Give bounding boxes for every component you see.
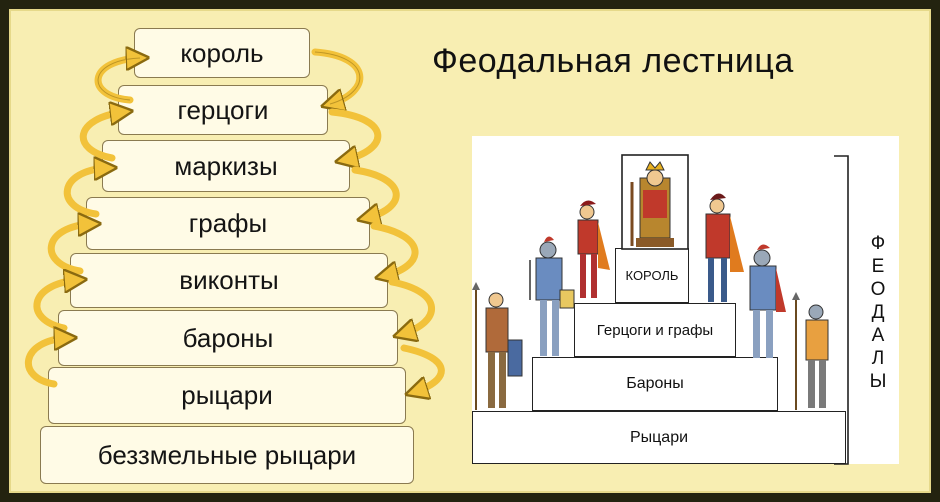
- curved-arrow-icon: [63, 168, 108, 218]
- side-letter: Л: [871, 348, 885, 369]
- curved-arrow-icon: [400, 344, 445, 392]
- ladder-step-dukes: герцоги: [118, 85, 328, 135]
- ladder-step-landless-knights: беззмельные рыцари: [40, 426, 414, 484]
- ladder-step-marquises: маркизы: [102, 140, 350, 192]
- curved-arrow-icon: [79, 112, 124, 162]
- side-letter: А: [871, 325, 885, 346]
- ladder-label: бароны: [182, 322, 274, 353]
- ladder-label: рыцари: [181, 380, 273, 410]
- ladder-step-counts: графы: [86, 197, 370, 250]
- knight-figure-icon: [529, 236, 575, 356]
- knight-figure-icon: [792, 292, 829, 410]
- ladder-label: герцоги: [177, 94, 269, 125]
- ladder-step-king: король: [134, 28, 310, 78]
- tier-label: Бароны: [626, 375, 684, 392]
- pyramid-tier-king: КОРОЛЬ: [615, 248, 689, 303]
- noble-figure-icon: [577, 200, 610, 298]
- tier-label: КОРОЛЬ: [625, 268, 679, 283]
- knight-figure-icon: [749, 244, 786, 358]
- ladder-step-knights: рыцари: [48, 367, 406, 424]
- pyramid-tier-barons: Бароны: [532, 357, 778, 411]
- ladder-label: виконты: [179, 265, 279, 295]
- pyramid-tier-knights: Рыцари: [472, 411, 846, 464]
- curved-arrow-icon: [370, 222, 419, 276]
- ladder-label: беззмельные рыцари: [97, 439, 357, 470]
- curved-arrow-icon: [25, 338, 68, 388]
- king-figure-icon: [630, 161, 674, 247]
- ladder-step-barons: бароны: [58, 310, 398, 366]
- curved-arrow-icon: [388, 278, 435, 334]
- knight-figure-icon: [472, 282, 523, 410]
- ladder-label: графы: [188, 208, 268, 238]
- feudals-vertical-label: Ф Е О Д А Л Ы: [866, 232, 890, 393]
- curved-arrow-icon: [33, 280, 78, 332]
- ladder-label: король: [180, 37, 264, 68]
- curved-arrow-icon: [351, 166, 400, 218]
- ladder-label: маркизы: [174, 150, 278, 181]
- ladder-step-viscounts: виконты: [70, 253, 388, 308]
- side-letter: Ы: [869, 371, 887, 392]
- side-letter: Д: [871, 302, 885, 323]
- pyramid-tier-dukes-counts: Герцоги и графы: [574, 303, 736, 357]
- curved-arrow-icon: [328, 108, 382, 160]
- side-letter: Ф: [870, 233, 886, 254]
- feudal-bracket: [834, 155, 849, 465]
- side-letter: Е: [871, 256, 885, 277]
- tier-label: Рыцари: [629, 428, 689, 446]
- page-title: Феодальная лестница: [432, 42, 794, 80]
- side-letter: О: [870, 279, 886, 300]
- noble-figure-icon: [705, 193, 744, 302]
- tier-label: Герцоги и графы: [596, 321, 714, 339]
